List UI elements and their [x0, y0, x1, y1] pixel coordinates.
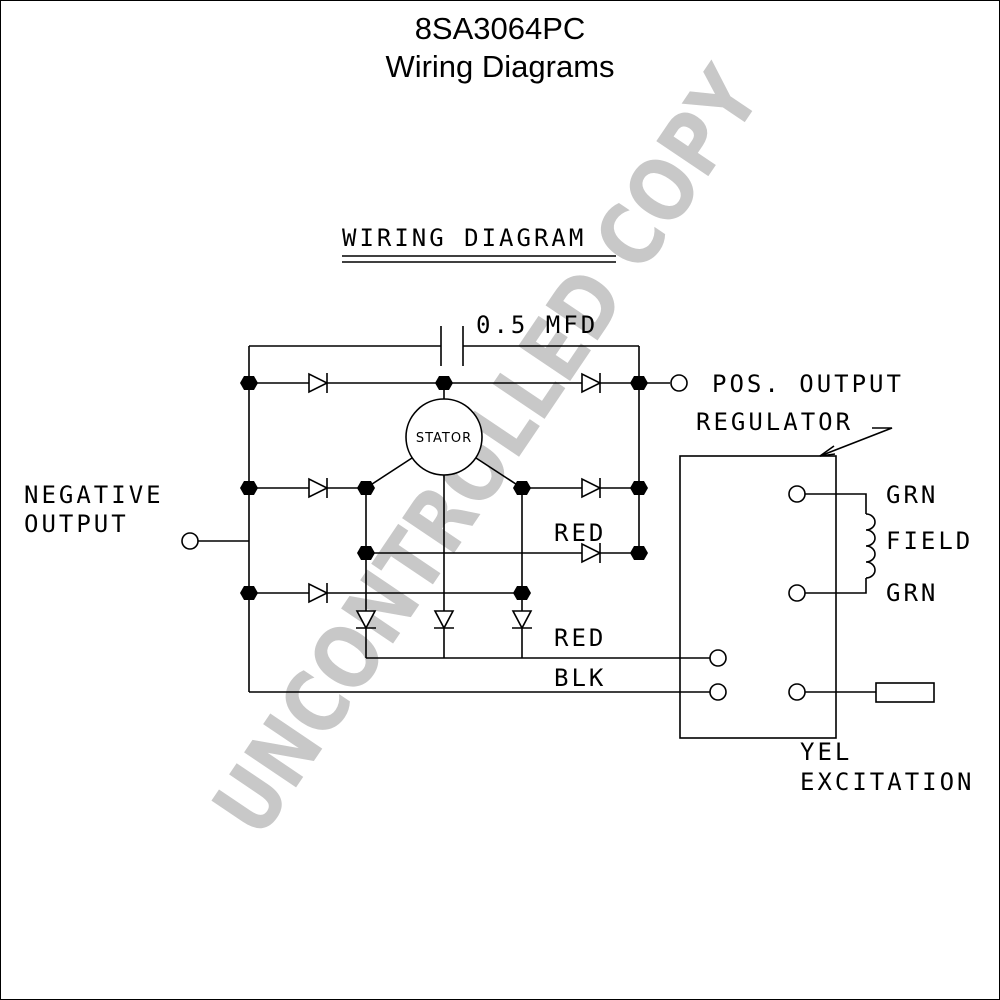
- negative-output-label-2: OUTPUT: [24, 510, 129, 538]
- field-grn-label-bottom: GRN: [886, 579, 938, 607]
- stator-label: STATOR: [416, 431, 472, 446]
- wire-blk-label: BLK: [554, 664, 606, 692]
- field-wire-bottom: [805, 578, 867, 594]
- diode-trio-right: [511, 610, 533, 630]
- page-header: 8SA3064PC Wiring Diagrams: [0, 10, 1000, 86]
- diode-mid-right: [581, 477, 602, 499]
- wire-red-label-2: RED: [554, 624, 606, 652]
- regulator-label: REGULATOR: [696, 408, 853, 436]
- uncontrolled-copy-watermark: UNCONTROLLED COPY: [194, 50, 781, 853]
- stator-phase-left: [365, 457, 413, 489]
- diode-trio-center: [433, 610, 455, 630]
- wire-red-label-1: RED: [554, 519, 606, 547]
- regulator-pointer: [819, 427, 893, 457]
- diagram-heading: WIRING DIAGRAM: [342, 224, 586, 252]
- negative-output-label-1: NEGATIVE: [24, 481, 164, 509]
- document-title: Wiring Diagrams: [385, 49, 615, 84]
- regulator-field-terminal-1: [788, 485, 806, 503]
- pos-output-label: POS. OUTPUT: [712, 370, 904, 398]
- regulator-excitation-terminal: [788, 683, 806, 701]
- diode-top-right: [581, 372, 602, 394]
- field-wire-top: [805, 493, 867, 514]
- diode-red-aux: [581, 542, 602, 564]
- field-grn-label-top: GRN: [886, 481, 938, 509]
- part-number: 8SA3064PC: [414, 11, 586, 46]
- field-coil: [865, 513, 876, 579]
- field-label: FIELD: [886, 527, 973, 555]
- stator-phase-right: [475, 457, 523, 489]
- negative-output-terminal: [181, 532, 199, 550]
- excitation-connector: [875, 682, 935, 703]
- pos-output-terminal: [670, 374, 688, 392]
- regulator-box: [679, 455, 837, 739]
- regulator-red-terminal: [709, 649, 727, 667]
- capacitor: [249, 326, 639, 366]
- junction-dots: [240, 376, 648, 600]
- excitation-label-2: EXCITATION: [800, 768, 975, 796]
- diode-trio-left: [355, 610, 377, 630]
- excitation-label-1: YEL: [800, 738, 852, 766]
- diode-bottom-left: [308, 582, 329, 604]
- capacitor-label: 0.5 MFD: [476, 311, 598, 339]
- regulator-field-terminal-2: [788, 584, 806, 602]
- diode-top-left: [308, 372, 329, 394]
- regulator-blk-terminal: [709, 683, 727, 701]
- diode-mid-left: [308, 477, 329, 499]
